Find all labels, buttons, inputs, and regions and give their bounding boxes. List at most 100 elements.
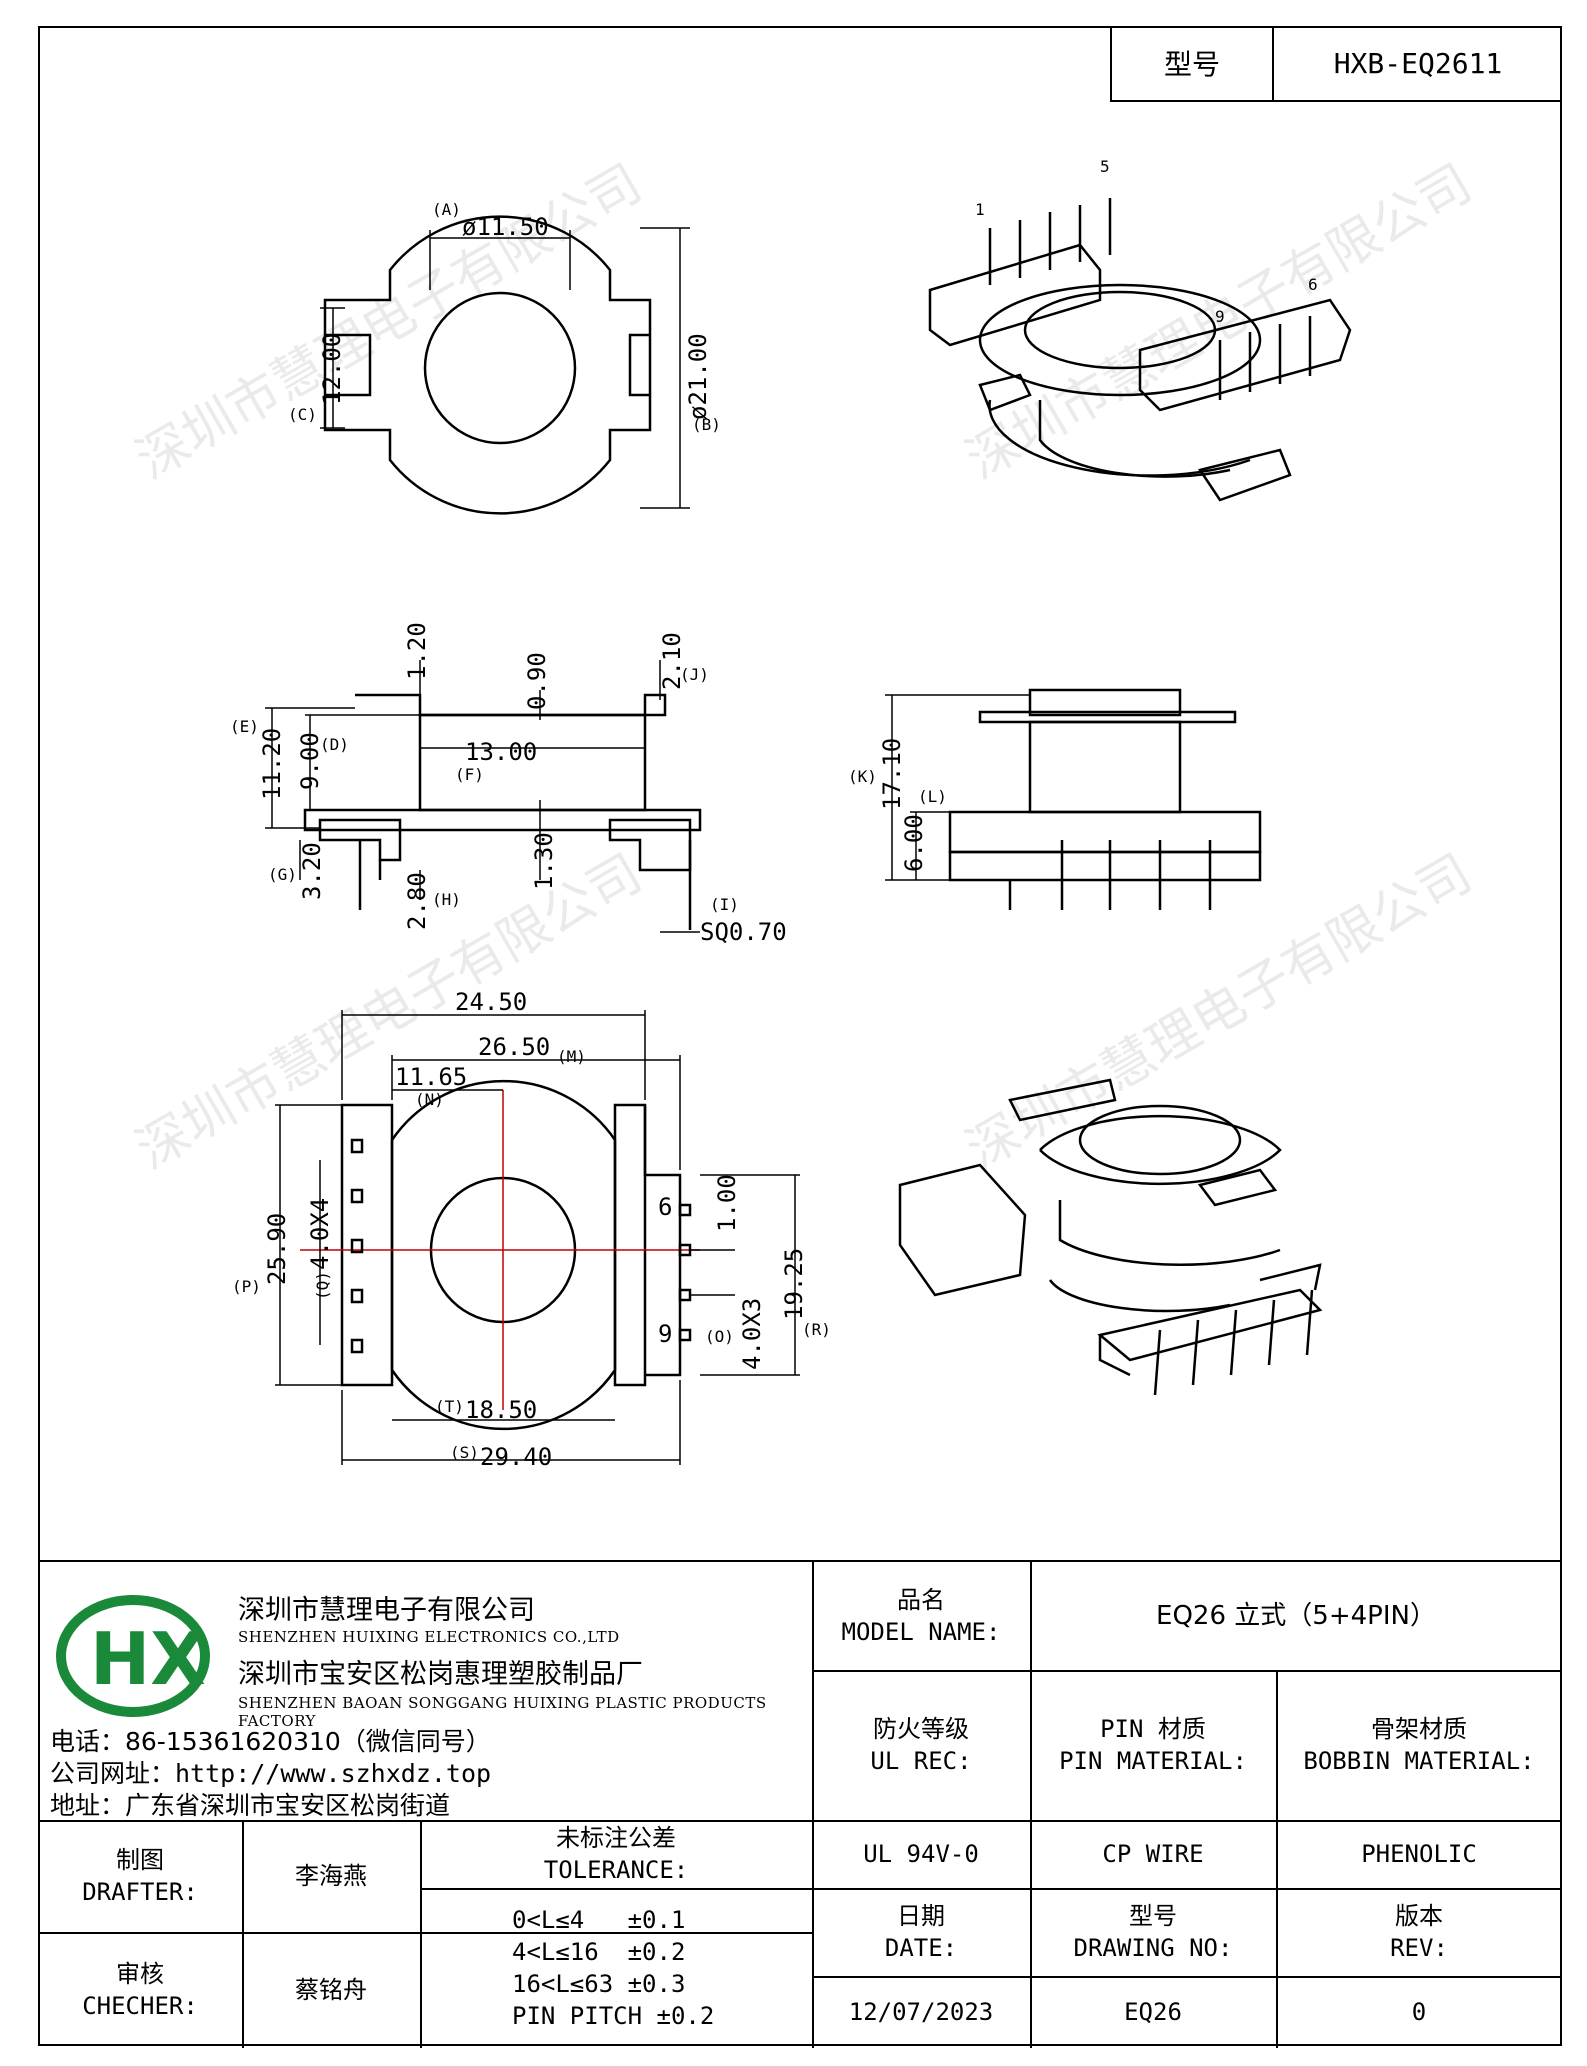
tag-e: (E) — [230, 717, 259, 736]
dim-100: 1.00 — [713, 1174, 741, 1232]
dim-1300: 13.00 — [465, 738, 537, 766]
bottom-view: 24.50 26.50 (M) 11.65 (N) 25.90 (P) 4.0X… — [232, 988, 831, 1471]
tag-r: (R) — [802, 1320, 831, 1339]
bobbin-material-value: PHENOLIC — [1361, 1840, 1477, 1868]
company-name-en: SHENZHEN HUIXING ELECTRONICS CO.,LTD — [238, 1628, 620, 1646]
dim-130: 1.30 — [530, 832, 558, 890]
dim-320: 3.20 — [298, 842, 326, 900]
tag-f: (F) — [455, 765, 484, 784]
dim-40x4: 4.0X4 — [306, 1198, 334, 1270]
dim-600: 6.00 — [900, 814, 928, 872]
tag-i: (I) — [710, 895, 739, 914]
model-name-value: EQ26 立式（5+4PIN） — [1156, 1601, 1436, 1631]
iso-pin-9: 9 — [1215, 307, 1225, 326]
fire-label-cn: 防火等级 — [873, 1715, 969, 1743]
tolerance-label: 未标注公差 TOLERANCE: — [420, 1820, 812, 1888]
checker-label: 审核 CHECHER: — [38, 1932, 242, 2048]
dim-1710: 17.10 — [878, 738, 906, 810]
bobbin-label-en: BOBBIN MATERIAL: — [1303, 1747, 1535, 1775]
front-pins — [1008, 840, 1212, 910]
bottom-pins-left — [350, 1138, 364, 1354]
company-website: 公司网址：http://www.szhxdz.top — [50, 1759, 492, 1788]
tag-j: (J) — [680, 665, 709, 684]
tag-k: (K) — [848, 767, 877, 786]
date-value: 12/07/2023 — [848, 1998, 994, 2026]
bobbin-label-cn: 骨架材质 — [1371, 1715, 1467, 1743]
pin-label-cn: PIN 材质 — [1100, 1715, 1206, 1743]
tag-t: (T) — [435, 1397, 464, 1416]
tag-d: (D) — [320, 735, 349, 754]
tolerance-label-en: TOLERANCE: — [543, 1856, 689, 1884]
drafter-label-cn: 制图 — [116, 1846, 164, 1874]
bv-pin-9: 9 — [658, 1320, 672, 1348]
iso-pin-5: 5 — [1100, 157, 1110, 176]
drawing-label-en: DRAWING NO: — [1073, 1934, 1233, 1962]
tag-p: (P) — [232, 1277, 261, 1296]
watermark-4: 深圳市慧理电子有限公司 — [957, 843, 1482, 1181]
pin-label-en: PIN MATERIAL: — [1059, 1747, 1247, 1775]
tag-s: (S) — [450, 1443, 479, 1462]
model-label-en: MODEL NAME: — [841, 1618, 1001, 1646]
fire-label-en: UL REC: — [870, 1747, 972, 1775]
logo-text: HX — [90, 1617, 206, 1701]
date-label: 日期 DATE: — [812, 1888, 1030, 1976]
tolerance-row-4: PIN PITCH ±0.2 — [512, 2002, 715, 2030]
tag-g: (G) — [268, 865, 297, 884]
logo-ring-icon — [56, 1595, 210, 1717]
rev-value: 0 — [1411, 1998, 1427, 2026]
type-label: 型号 — [1112, 26, 1274, 100]
technical-drawing: 深圳市慧理电子有限公司 深圳市慧理电子有限公司 深圳市慧理电子有限公司 深圳市慧… — [127, 153, 1482, 1471]
drawing-frame — [38, 26, 1562, 2046]
dim-b: ø21.00 — [684, 333, 712, 420]
pin-material-label: PIN 材质 PIN MATERIAL: — [1030, 1670, 1276, 1820]
drafter-label: 制图 DRAFTER: — [38, 1820, 242, 1932]
tag-h: (H) — [432, 890, 461, 909]
dim-a: ø11.50 — [462, 213, 549, 241]
dim-280: 2.80 — [403, 872, 431, 930]
tolerance-label-cn: 未标注公差 — [556, 1824, 676, 1852]
tag-n: (N) — [415, 1090, 444, 1109]
tag-m: (M) — [557, 1047, 586, 1066]
tolerance-row-3: 16<L≤63 ±0.3 — [512, 1970, 686, 1998]
tag-a: (A) — [432, 200, 461, 219]
drafter-label-en: DRAFTER: — [82, 1878, 198, 1906]
bobbin-material-label: 骨架材质 BOBBIN MATERIAL: — [1276, 1670, 1562, 1820]
dim-2650: 26.50 — [478, 1033, 550, 1061]
dim-120: 1.20 — [403, 622, 431, 680]
dim-2450: 24.50 — [455, 988, 527, 1016]
tolerance-row-1: 0<L≤4 ±0.1 — [512, 1906, 686, 1934]
bv-pin-6: 6 — [658, 1193, 672, 1221]
date-label-cn: 日期 — [897, 1902, 945, 1930]
top-view: ø11.50 (A) ø21.00 (B) 12.00 (C) — [288, 200, 721, 515]
watermark-3: 深圳市慧理电子有限公司 — [127, 843, 652, 1181]
factory-name-cn: 深圳市宝安区松岗惠理塑胶制品厂 — [238, 1659, 643, 1690]
factory-name-en: SHENZHEN BAOAN SONGGANG HUIXING PLASTIC … — [238, 1694, 767, 1730]
type-value: HXB-EQ2611 — [1333, 46, 1503, 80]
dim-c: 12.00 — [318, 333, 346, 405]
checker-label-en: CHECHER: — [82, 1992, 198, 2020]
model-name-label: 品名 MODEL NAME: — [812, 1562, 1030, 1670]
front-view: 17.10 (K) 6.00 (L) — [848, 688, 1262, 910]
dim-210: 2.10 — [658, 632, 686, 690]
title-block: HX 深圳市慧理电子有限公司 SHENZHEN HUIXING ELECTRON… — [38, 1560, 1562, 2048]
iso-pin-1: 1 — [975, 200, 985, 219]
company-name-cn: 深圳市慧理电子有限公司 — [238, 1595, 535, 1626]
dim-sq: SQ0.70 — [700, 918, 787, 946]
tag-o: (O) — [705, 1327, 734, 1346]
model-label-cn: 品名 — [897, 1586, 945, 1614]
dim-900: 9.00 — [296, 732, 324, 790]
drafter-value: 李海燕 — [295, 1862, 367, 1890]
rev-label-en: REV: — [1390, 1934, 1448, 1962]
dim-1120: 11.20 — [258, 728, 286, 800]
pin-material-value: CP WIRE — [1102, 1840, 1204, 1868]
iso-pins-bottom — [1153, 1289, 1314, 1396]
fire-rating-value: UL 94V-0 — [863, 1840, 979, 1868]
type-box: 型号 HXB-EQ2611 — [1110, 26, 1562, 102]
fire-rating-label: 防火等级 UL REC: — [812, 1670, 1030, 1820]
tag-q: (Q) — [313, 1271, 332, 1300]
tag-b: (B) — [692, 415, 721, 434]
company-phone: 电话：86-15361620310（微信同号） — [50, 1727, 491, 1756]
dim-090: 0.90 — [523, 652, 551, 710]
date-label-en: DATE: — [884, 1934, 958, 1962]
checker-value: 蔡铭舟 — [295, 1976, 367, 2004]
